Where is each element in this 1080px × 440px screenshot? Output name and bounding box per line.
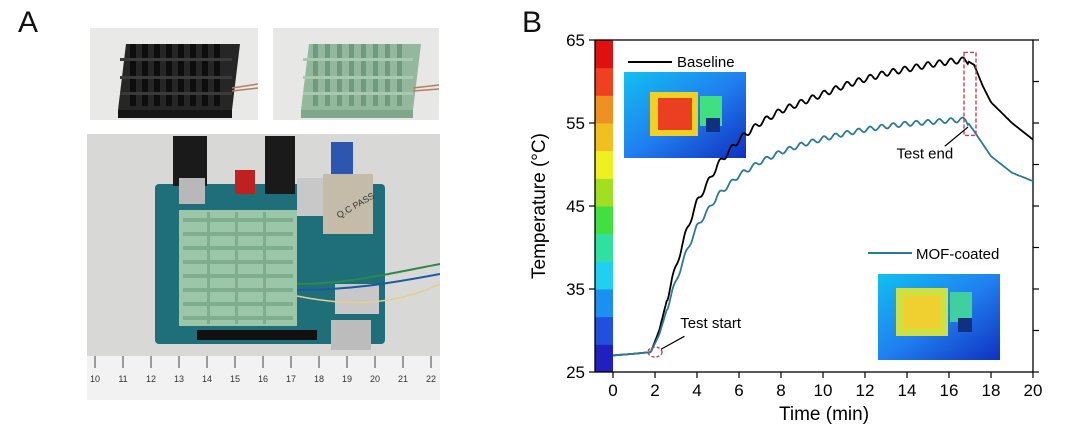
color-scale-segment (595, 316, 613, 345)
ruler-label: 16 (258, 374, 268, 384)
color-scale-segment (595, 261, 613, 290)
thermal-image-baseline (624, 72, 746, 158)
ruler-label: 19 (342, 374, 352, 384)
ruler-label: 13 (174, 374, 184, 384)
thermal-image-mof-coated (878, 274, 1000, 360)
test-start-marker (647, 346, 663, 358)
x-tick-label: 16 (940, 381, 959, 400)
ruler-label: 17 (286, 374, 296, 384)
color-scale-segment (595, 40, 613, 69)
green-heatsink-photo (273, 28, 439, 120)
ruler-label: 18 (314, 374, 324, 384)
color-scale-segment (595, 123, 613, 152)
legend-baseline: Baseline (628, 54, 735, 71)
y-tick-label: 65 (566, 31, 585, 50)
heatsink-green-fins (301, 44, 421, 118)
x-tick-label: 20 (1024, 381, 1043, 400)
annotation-test-end: Test end (897, 126, 969, 163)
color-scale-bar (595, 40, 613, 373)
color-scale-segment (595, 178, 613, 207)
annotation-test-start-label: Test start (680, 315, 742, 332)
y-axis-title: Temperature (°C) (529, 133, 550, 279)
ruler-label: 12 (146, 374, 156, 384)
color-scale-segment (595, 344, 613, 373)
annotation-test-end-label: Test end (897, 146, 954, 163)
panel-a-label: A (18, 6, 39, 39)
ruler-label: 11 (118, 374, 127, 384)
test-end-marker (963, 51, 977, 137)
series-line-mof-coated (612, 116, 1034, 357)
color-scale-segment (595, 233, 613, 262)
y-tick-label: 25 (566, 363, 585, 382)
ruler-label: 22 (426, 374, 436, 384)
x-tick-label: 10 (814, 381, 833, 400)
y-tick-label: 55 (566, 114, 585, 133)
x-tick-label: 8 (776, 381, 785, 400)
x-tick-label: 4 (692, 381, 701, 400)
panel-b-label: B (522, 6, 543, 39)
black-heatsink-photo (90, 28, 258, 120)
x-tick-label: 2 (650, 381, 659, 400)
legend-baseline-label: Baseline (677, 54, 735, 71)
y-tick-label: 35 (566, 280, 585, 299)
color-scale-segment (595, 67, 613, 96)
ruler-label: 14 (202, 374, 212, 384)
heatsink-black-fins (118, 44, 240, 118)
x-axis-title: Time (min) (779, 404, 869, 425)
x-tick-label: 18 (982, 381, 1001, 400)
plot-frame (594, 39, 1034, 373)
color-scale-segment (595, 95, 613, 124)
annotation-arrow (660, 335, 685, 350)
ruler-label: 15 (230, 374, 240, 384)
y-tick-label: 45 (566, 197, 585, 216)
x-tick-label: 0 (608, 381, 617, 400)
annotation-arrow (944, 126, 969, 147)
x-tick-label: 14 (898, 381, 917, 400)
ruler-label: 21 (398, 374, 408, 384)
legend-mof-coated: MOF-coated (868, 246, 999, 263)
annotation-test-start: Test start (660, 315, 742, 350)
board-photo: Q.C PASS 10 11 1 (87, 134, 440, 400)
legend-mof-coated-label: MOF-coated (916, 246, 999, 263)
color-scale-segment (595, 150, 613, 179)
ruler-label: 20 (370, 374, 380, 384)
color-scale-segment (595, 289, 613, 318)
x-tick-label: 6 (734, 381, 743, 400)
color-scale-segment (595, 206, 613, 235)
x-tick-label: 12 (856, 381, 875, 400)
series-line-baseline (612, 56, 1034, 357)
ruler-label: 10 (90, 374, 100, 384)
